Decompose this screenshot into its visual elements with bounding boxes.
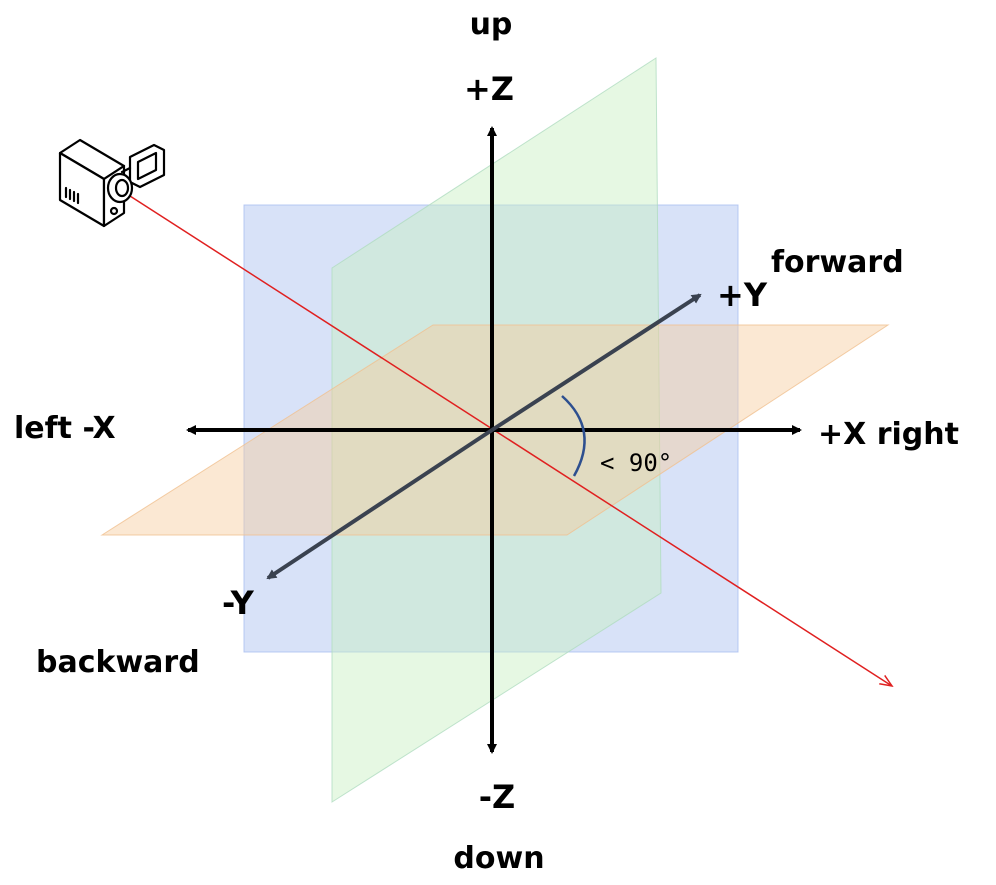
angle-arc [561,395,586,477]
label-forward: forward [771,245,904,280]
label-left-neg-x: left -X [14,411,116,446]
label-pos-y: +Y [717,276,768,314]
label-neg-z: -Z [479,778,515,816]
y-axis-forward [490,293,702,432]
camera-icon [58,138,166,228]
label-down: down [453,841,544,876]
label-pos-x-right: +X right [818,417,959,452]
y-axis-backward [266,428,494,580]
label-neg-y: -Y [222,584,255,622]
label-angle: < 90° [600,449,672,477]
label-up: up [470,7,513,42]
camera-ray [129,195,892,686]
label-pos-z: +Z [464,70,514,108]
label-backward: backward [36,645,200,680]
